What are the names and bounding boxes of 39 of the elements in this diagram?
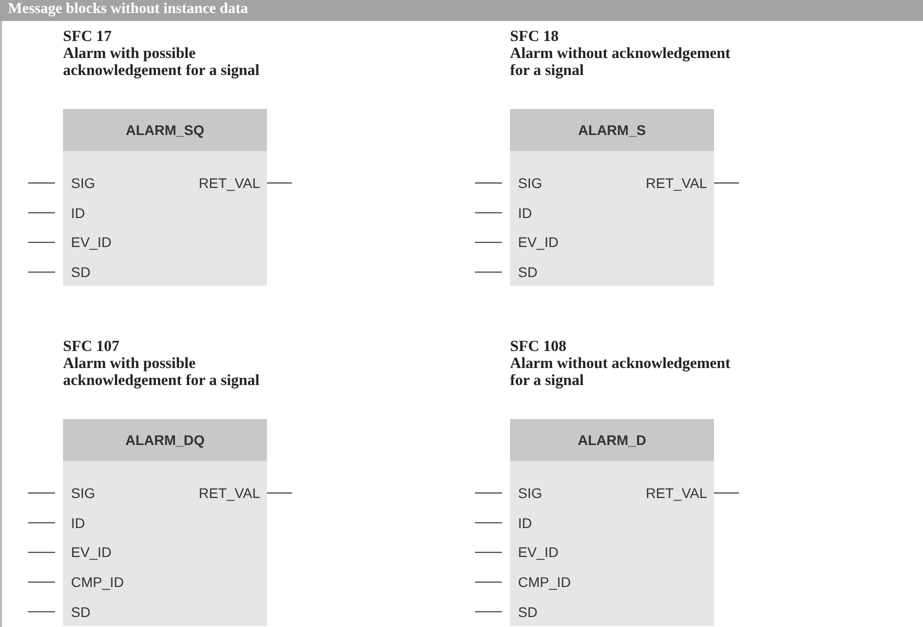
- input-pin-label: EV_ID: [518, 234, 558, 250]
- input-pin-label: ID: [518, 204, 532, 221]
- input-pin-label: EV_ID: [71, 234, 112, 250]
- block-number: SFC 108: [510, 338, 568, 355]
- input-pin-label: SD: [71, 604, 90, 620]
- output-pin-label: RET_VAL: [646, 485, 707, 501]
- input-pin-label: EV_ID: [518, 544, 558, 560]
- input-pin-label: CMP_ID: [518, 574, 571, 590]
- block-description: Alarm without acknowledgement for a signal: [510, 355, 732, 389]
- input-pin-label: SD: [71, 264, 90, 280]
- block-description: Alarm without acknowledgement for a signal: [510, 45, 732, 79]
- block-name: ALARM_SQ: [63, 109, 267, 151]
- function-block: [63, 109, 267, 286]
- input-pin-label: ID: [518, 514, 532, 531]
- input-pin-label: EV_ID: [71, 544, 112, 560]
- input-pin-label: CMP_ID: [71, 574, 124, 590]
- block-description: Alarm with possible acknowledgement for a signal: [63, 355, 260, 389]
- block-number: SFC 107: [63, 338, 120, 355]
- input-pin-label: ID: [71, 204, 85, 221]
- input-pin-label: ID: [71, 514, 85, 531]
- input-pin-label: SIG: [71, 485, 96, 501]
- function-block: [63, 419, 267, 626]
- input-pin-label: SD: [518, 264, 538, 280]
- function-block: [510, 419, 714, 626]
- block-name: ALARM_D: [510, 419, 714, 461]
- output-pin-label: RET_VAL: [646, 175, 707, 191]
- block-number: SFC 17: [63, 28, 113, 45]
- output-pin-label: RET_VAL: [198, 485, 260, 501]
- block-name: ALARM_DQ: [63, 419, 267, 461]
- function-block: [510, 109, 714, 286]
- block-number: SFC 18: [510, 28, 560, 45]
- block-description: Alarm with possible acknowledgement for a signal: [63, 45, 260, 79]
- input-pin-label: SIG: [518, 485, 542, 501]
- output-pin-label: RET_VAL: [198, 175, 260, 191]
- block-name: ALARM_S: [510, 109, 714, 151]
- input-pin-label: SIG: [518, 175, 542, 191]
- title: Message blocks without instance data: [8, 1, 248, 18]
- input-pin-label: SD: [518, 604, 538, 620]
- input-pin-label: SIG: [71, 175, 96, 191]
